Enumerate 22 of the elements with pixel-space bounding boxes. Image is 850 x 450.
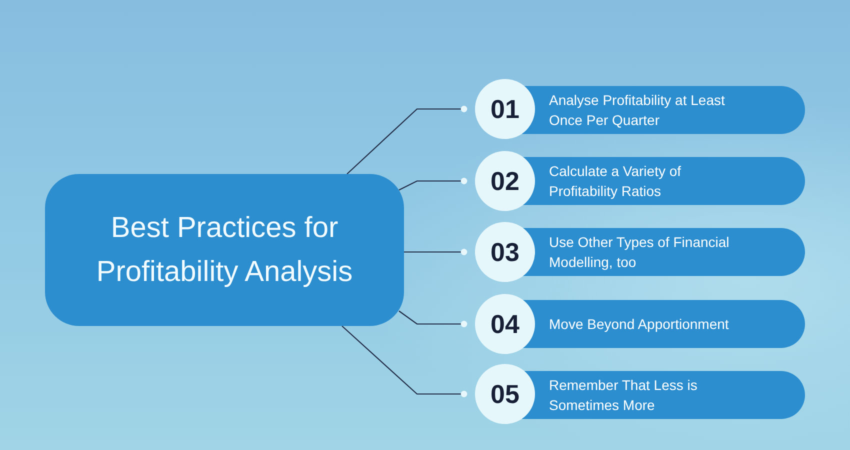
step-bar (522, 86, 805, 134)
connector-line (398, 310, 468, 328)
step-number: 01 (490, 94, 520, 124)
step-text: Calculate a Variety of Profitability Ratios (549, 162, 682, 201)
step-number: 02 (490, 166, 520, 196)
step-number: 05 (490, 379, 520, 409)
step-text: Analyse Profitability at Least Once Per Quarter (549, 91, 726, 130)
step-bar (522, 371, 805, 419)
step-bar (522, 300, 805, 348)
step-bar (522, 157, 805, 205)
step-text: Move Beyond Apportionment (549, 315, 729, 334)
connector-line (398, 178, 468, 190)
step-text: Remember That Less is Sometimes More (549, 376, 698, 415)
connector-line (342, 326, 468, 398)
topic-box (45, 174, 404, 326)
step-text: Use Other Types of Financial Modelling, too (549, 233, 730, 272)
topic-title: Best Practices for Profitability Analysis (95, 211, 354, 290)
connector-line (346, 106, 468, 174)
step-number: 04 (490, 309, 520, 339)
step-number: 03 (490, 237, 520, 267)
connector-line (404, 248, 468, 256)
step-bar (522, 228, 805, 276)
